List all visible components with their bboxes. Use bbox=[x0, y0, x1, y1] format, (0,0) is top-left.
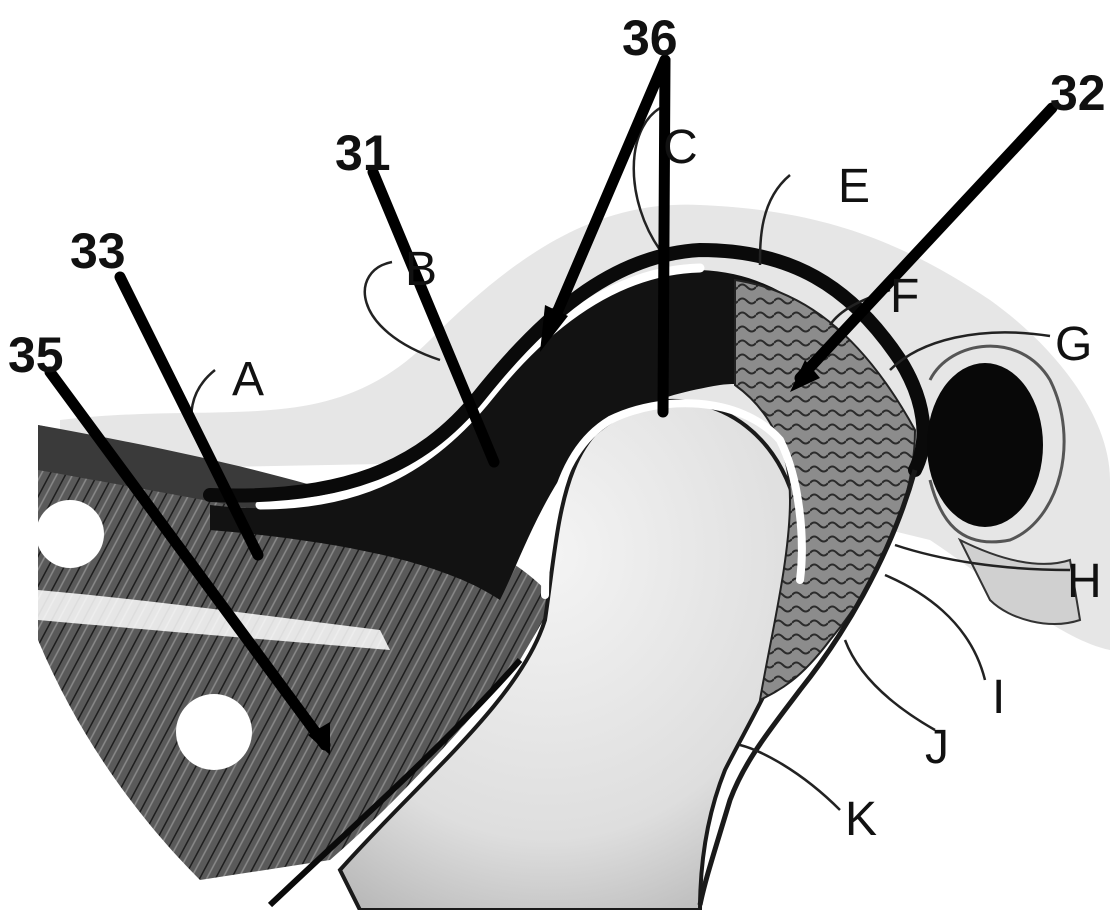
marker-circle-upper bbox=[36, 500, 104, 568]
ear-canal bbox=[927, 363, 1043, 527]
label-F: F bbox=[890, 270, 919, 323]
arrow-36-right bbox=[663, 60, 665, 412]
label-J: J bbox=[925, 721, 949, 774]
label-K: K bbox=[845, 793, 877, 846]
label-A: A bbox=[232, 353, 264, 406]
label-32: 32 bbox=[1050, 65, 1106, 121]
label-33: 33 bbox=[70, 223, 126, 279]
label-E: E bbox=[838, 160, 870, 213]
label-G: G bbox=[1055, 318, 1092, 371]
label-36: 36 bbox=[622, 10, 678, 66]
marker-circle-lower bbox=[176, 694, 252, 770]
label-B: B bbox=[405, 243, 437, 296]
label-C: C bbox=[663, 121, 698, 174]
label-31: 31 bbox=[335, 125, 391, 181]
label-I: I bbox=[992, 671, 1005, 724]
label-H: H bbox=[1067, 555, 1102, 608]
label-35: 35 bbox=[8, 327, 64, 383]
